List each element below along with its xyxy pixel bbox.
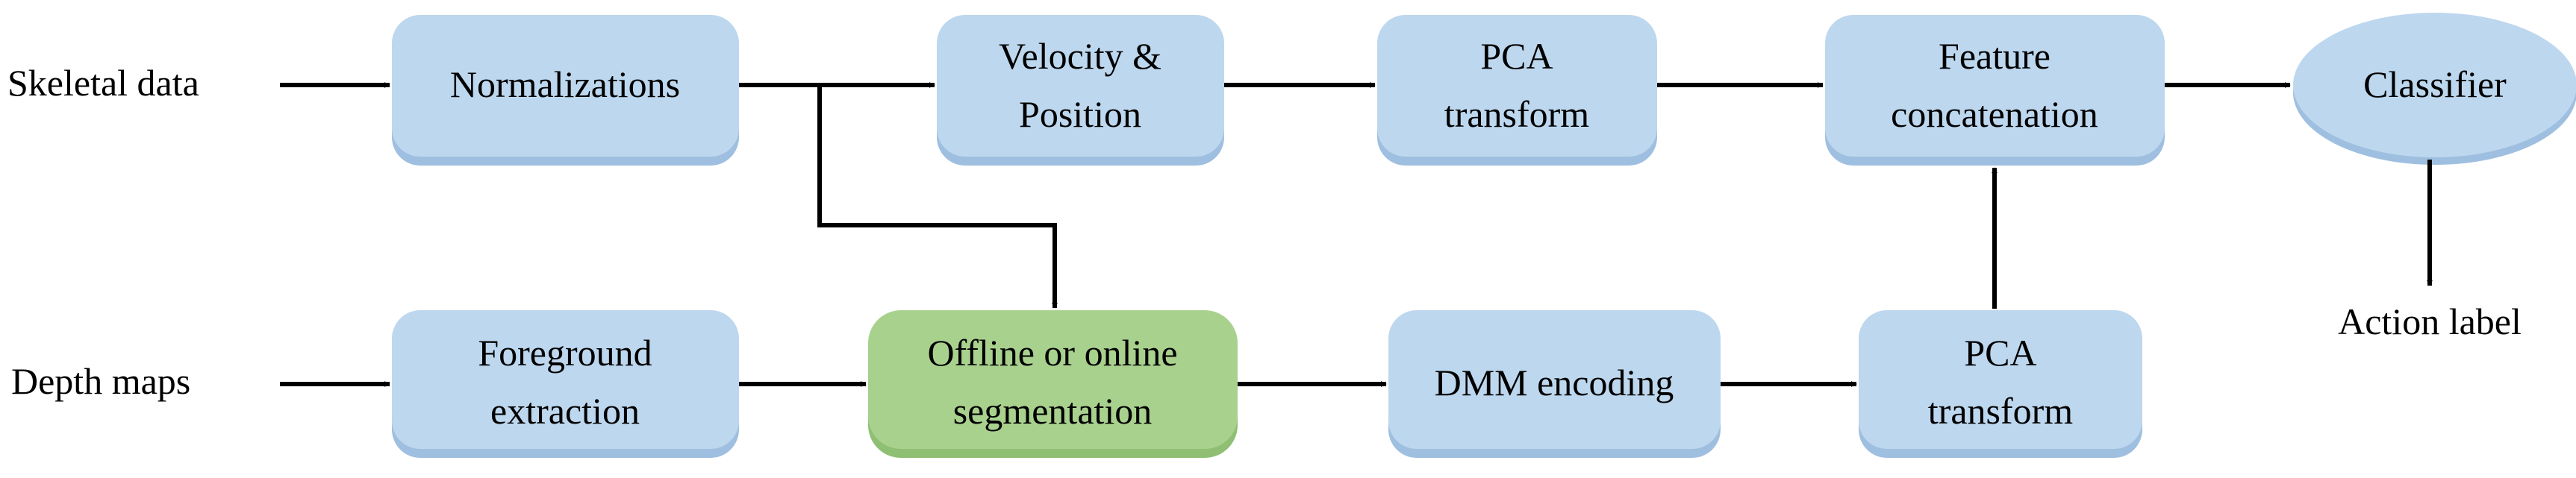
pca-transform-top-node: PCA transform [1377, 15, 1657, 166]
segmentation-line2: segmentation [953, 390, 1153, 432]
foreground-line1: Foreground [478, 332, 652, 374]
segmentation-node: Offline or online segmentation [868, 310, 1238, 458]
dmm-text: DMM encoding [1435, 362, 1674, 403]
pca-transform-bottom-node: PCA transform [1859, 310, 2142, 458]
segmentation-line1: Offline or online [927, 332, 1177, 374]
pca-top-line1: PCA [1480, 35, 1553, 77]
foreground-line2: extraction [490, 390, 640, 432]
pca-top-line2: transform [1444, 93, 1589, 135]
normalizations-text: Normalizations [450, 63, 680, 105]
velocity-position-node: Velocity & Position [937, 15, 1224, 166]
velocity-position-line2: Position [1019, 93, 1141, 135]
pca-bottom-line1: PCA [1964, 332, 2036, 374]
feature-concat-line2: concatenation [1891, 93, 2098, 135]
classifier-node: Classifier [2293, 13, 2576, 165]
foreground-extraction-node: Foreground extraction [392, 310, 739, 458]
arrow-normalizations-to-segmentation [817, 85, 1058, 309]
dmm-encoding-node: DMM encoding [1388, 310, 1721, 458]
feature-concatenation-node: Feature concatenation [1825, 15, 2165, 166]
skeletal-data-label: Skeletal data [7, 62, 199, 104]
action-label-text: Action label [2338, 301, 2522, 342]
velocity-position-line1: Velocity & [999, 35, 1161, 77]
depth-maps-label: Depth maps [11, 360, 190, 402]
feature-concat-line1: Feature [1939, 35, 2050, 77]
pca-bottom-line2: transform [1928, 390, 2073, 432]
normalizations-node: Normalizations [392, 15, 739, 166]
classifier-text: Classifier [2363, 63, 2507, 105]
